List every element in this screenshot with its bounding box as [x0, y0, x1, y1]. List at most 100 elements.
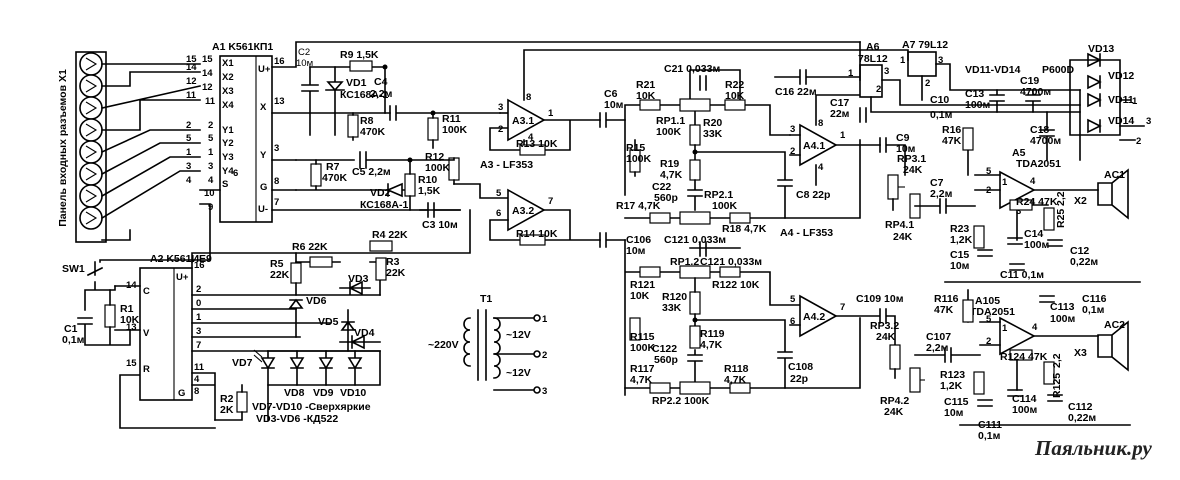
svg-text:1,5K: 1,5K: [418, 185, 441, 197]
svg-text:3: 3: [208, 161, 213, 172]
svg-text:C10: C10: [930, 94, 949, 106]
svg-text:R24 47K: R24 47K: [1016, 196, 1058, 208]
svg-text:VD11-VD14: VD11-VD14: [965, 64, 1021, 76]
svg-text:X2: X2: [222, 72, 234, 83]
svg-text:1: 1: [848, 68, 854, 79]
svg-text:2: 2: [1136, 136, 1141, 147]
svg-text:2,2м: 2,2м: [930, 188, 953, 200]
svg-text:1: 1: [1002, 177, 1008, 188]
watermark: Паяльник.ру: [1034, 436, 1152, 460]
transformer-t1: T1 ~220V ~12V ~12V 1 2 3: [428, 293, 548, 397]
svg-text:0,1м: 0,1м: [978, 430, 1001, 442]
svg-text:Y3: Y3: [222, 152, 234, 163]
svg-text:100K: 100K: [425, 162, 451, 174]
svg-text:C113: C113: [1050, 301, 1075, 313]
r21: [639, 99, 661, 111]
svg-text:22м: 22м: [830, 108, 850, 120]
tone-stack-ch1: R21 10K R22 10K C21 0,033м RP1.1 100K R2…: [616, 63, 861, 239]
svg-text:C17: C17: [830, 97, 849, 109]
svg-text:100K: 100K: [656, 126, 682, 138]
svg-text:3: 3: [790, 124, 795, 135]
svg-text:U-: U-: [258, 204, 268, 215]
sw1-r1-c1: SW1 R1 10K C1 0,1м: [62, 261, 140, 346]
svg-text:1: 1: [196, 312, 202, 323]
svg-text:R123: R123: [940, 369, 965, 381]
svg-text:8: 8: [526, 92, 531, 103]
svg-text:P600D: P600D: [1042, 64, 1075, 76]
amp-a105: A105 TDA2051 5 2 1 4 3 R116 47K C113 100…: [934, 289, 1131, 442]
svg-text:6: 6: [496, 208, 501, 219]
opamp-a4-2: A4.2 5 6 7 C109 10м: [789, 293, 904, 346]
svg-text:SW1: SW1: [62, 263, 85, 275]
svg-text:C6: C6: [604, 88, 618, 100]
svg-text:1: 1: [1002, 323, 1008, 334]
svg-text:КС168А-1: КС168А-1: [340, 89, 388, 101]
svg-text:VD14: VD14: [1108, 115, 1134, 127]
svg-text:T1: T1: [480, 293, 492, 305]
svg-text:7: 7: [840, 302, 845, 313]
svg-text:R18 4,7K: R18 4,7K: [722, 223, 767, 235]
svg-text:6: 6: [790, 316, 795, 327]
svg-text:3: 3: [1146, 116, 1151, 127]
svg-text:R14 10K: R14 10K: [516, 228, 558, 240]
svg-text:16: 16: [194, 260, 205, 271]
amp-a5: A5 TDA2051 5 2 1 4 3 R16 47K R24 47K X2 …: [942, 124, 1141, 283]
svg-text:VD5: VD5: [318, 316, 339, 328]
svg-text:VD13: VD13: [1088, 43, 1114, 55]
svg-text:4,7K: 4,7K: [630, 374, 653, 386]
svg-text:R: R: [143, 364, 150, 375]
svg-text:R8: R8: [360, 115, 374, 127]
chip-a2: A2 K561ИЕ9 C V R 14 13 15 U+ G 16 2 0 1 …: [114, 209, 471, 429]
svg-text:R23: R23: [950, 223, 969, 235]
a1-label: A1 K561КП1: [212, 41, 273, 53]
svg-text:RP1.2: RP1.2: [670, 256, 699, 268]
svg-text:AC2: AC2: [1104, 319, 1125, 331]
svg-text:4,7K: 4,7K: [724, 374, 747, 386]
svg-text:C12: C12: [1070, 245, 1089, 257]
svg-text:4: 4: [1030, 176, 1036, 187]
r8: [347, 114, 359, 138]
svg-text:R11: R11: [442, 113, 461, 125]
svg-text:1,2K: 1,2K: [940, 380, 963, 392]
svg-text:RP3.2: RP3.2: [870, 320, 899, 332]
svg-text:100м: 100м: [965, 99, 991, 111]
svg-text:C106: C106: [626, 234, 651, 246]
svg-text:G: G: [178, 388, 185, 399]
svg-text:VD8: VD8: [284, 387, 305, 399]
r9: [349, 60, 373, 72]
input-connector-panel: Панель входных разъемов X1: [57, 51, 201, 243]
svg-text:3: 3: [884, 66, 889, 77]
svg-text:560p: 560p: [654, 192, 678, 204]
svg-text:10м: 10м: [944, 407, 964, 419]
svg-text:2,2м: 2,2м: [370, 88, 393, 100]
svg-text:0: 0: [196, 298, 201, 309]
connector-pin-12: 12: [186, 76, 197, 87]
svg-text:VD7-VD10 -Сверхяркие: VD7-VD10 -Сверхяркие: [252, 401, 371, 413]
svg-text:10K: 10K: [636, 90, 656, 102]
svg-text:R120: R120: [662, 291, 687, 303]
svg-text:R5: R5: [270, 258, 284, 270]
svg-text:2: 2: [208, 120, 213, 131]
r9-vd1-c2-cluster: C2 10м R9 1,5K VD1 КС168А-1 C4 2,2м R8 4…: [296, 47, 501, 149]
svg-text:C5 2,2м: C5 2,2м: [352, 166, 391, 178]
svg-text:X2: X2: [1074, 195, 1087, 207]
svg-text:~12V: ~12V: [506, 329, 531, 341]
svg-text:4: 4: [528, 132, 534, 143]
svg-text:RP2.2 100K: RP2.2 100K: [652, 395, 710, 407]
svg-text:A4.1: A4.1: [803, 140, 825, 152]
svg-text:10м: 10м: [296, 58, 313, 69]
volume-ch1: RP3.1 24K RP4.1 24K C7 2,2м: [885, 153, 976, 243]
opamp-a3: A3.1 3 2 8 1 4 R13 10K A3 - LF353 A3.2 5…: [453, 49, 861, 246]
svg-text:R116: R116: [934, 293, 959, 305]
svg-text:Y1: Y1: [222, 125, 234, 136]
svg-text:2,2м: 2,2м: [926, 342, 949, 354]
svg-text:R13 10K: R13 10K: [516, 138, 558, 150]
svg-text:X: X: [260, 102, 267, 113]
svg-text:R1: R1: [120, 303, 134, 315]
svg-text:3: 3: [542, 386, 547, 397]
svg-text:100K: 100K: [630, 342, 656, 354]
svg-text:5: 5: [496, 188, 502, 199]
svg-text:VD10: VD10: [340, 387, 366, 399]
svg-text:~12V: ~12V: [506, 367, 531, 379]
svg-text:22K: 22K: [386, 267, 406, 279]
